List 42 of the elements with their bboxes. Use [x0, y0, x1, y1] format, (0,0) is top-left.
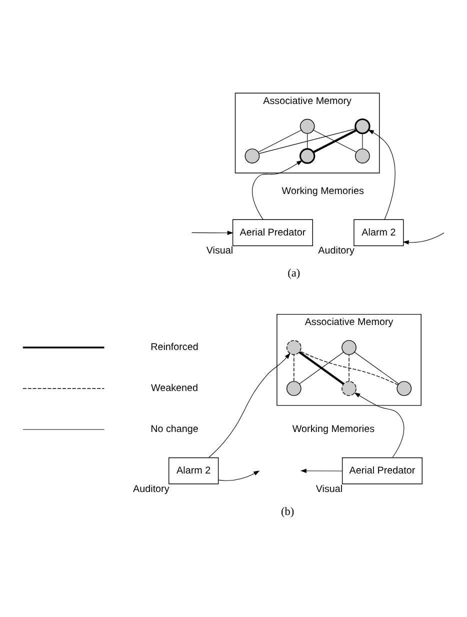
connector [348, 354, 350, 382]
node-box: Aerial Predator [232, 218, 313, 246]
node-circle [300, 118, 315, 134]
node-circle [396, 380, 412, 396]
node-circle [355, 148, 370, 163]
node-circle [354, 118, 370, 134]
node-label: Visual [316, 483, 343, 494]
node-circle [286, 380, 302, 396]
connector [300, 350, 398, 385]
node-circle [286, 340, 302, 354]
node-label: Auditory [318, 245, 354, 256]
arrow [208, 352, 290, 458]
legend-label: Reinforced [150, 342, 198, 353]
connector [362, 132, 363, 149]
label: Working Memories [282, 185, 364, 196]
cluster: Associative Memory [234, 92, 380, 173]
arrow [300, 468, 342, 472]
connector [307, 132, 308, 149]
node-circle [300, 148, 316, 164]
connector [258, 130, 302, 152]
label: (b) [280, 505, 294, 518]
arrow [354, 392, 404, 458]
legend-label: Weakened [150, 382, 198, 394]
node-label: Visual [206, 245, 234, 256]
arrow [192, 230, 234, 234]
arrow [218, 470, 260, 480]
node-circle [342, 340, 356, 354]
node-label: Auditory [133, 483, 170, 494]
label: (a) [288, 267, 300, 280]
arrow [252, 160, 303, 220]
legend-label: No change [150, 424, 198, 435]
cluster: Associative Memory [276, 313, 422, 406]
node-circle [244, 148, 260, 163]
label: Working Memories [292, 424, 375, 435]
arrow [368, 128, 396, 220]
connector [258, 128, 356, 154]
node-box: Aerial Predator [342, 456, 423, 484]
connector [354, 351, 399, 384]
node-box: Alarm 2 [354, 218, 404, 246]
arrow [402, 232, 444, 244]
node-box: Alarm 2 [168, 456, 219, 484]
node-circle [342, 380, 356, 396]
